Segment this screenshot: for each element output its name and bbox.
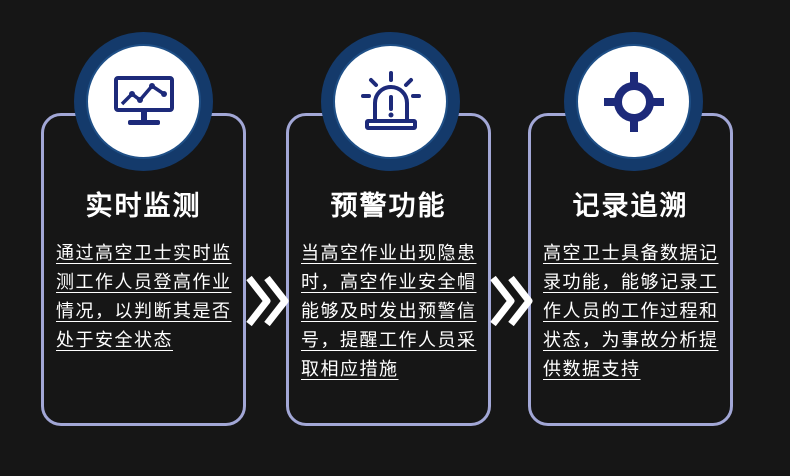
card-title: 预警功能: [330, 191, 447, 222]
card-description: 高空卫士具备数据记录功能，能够记录工作人员的工作过程和状态，为事故分析提供数据支…: [543, 243, 719, 380]
double-chevron-right-icon: [246, 275, 289, 327]
double-chevron-right-icon: [490, 275, 533, 327]
alarm-siren-icon: [360, 70, 421, 130]
card-title: 记录追溯: [572, 191, 689, 222]
card-record-tracing: 记录追溯 高空卫士具备数据记录功能，能够记录工作人员的工作过程和状态，为事故分析…: [528, 113, 733, 426]
card-description: 当高空作业出现隐患时，高空作业安全帽能够及时发出预警信号，提醒工作人员采取相应措…: [301, 243, 477, 380]
card-badge: [564, 32, 703, 171]
card-badge: [74, 32, 213, 171]
card-badge: [321, 32, 460, 171]
crosshair-target-icon: [603, 71, 664, 132]
card-description: 通过高空卫士实时监测工作人员登高作业情况，以判断其是否处于安全状态: [56, 243, 232, 351]
card-title: 实时监测: [85, 191, 202, 222]
monitor-chart-icon: [113, 75, 174, 125]
